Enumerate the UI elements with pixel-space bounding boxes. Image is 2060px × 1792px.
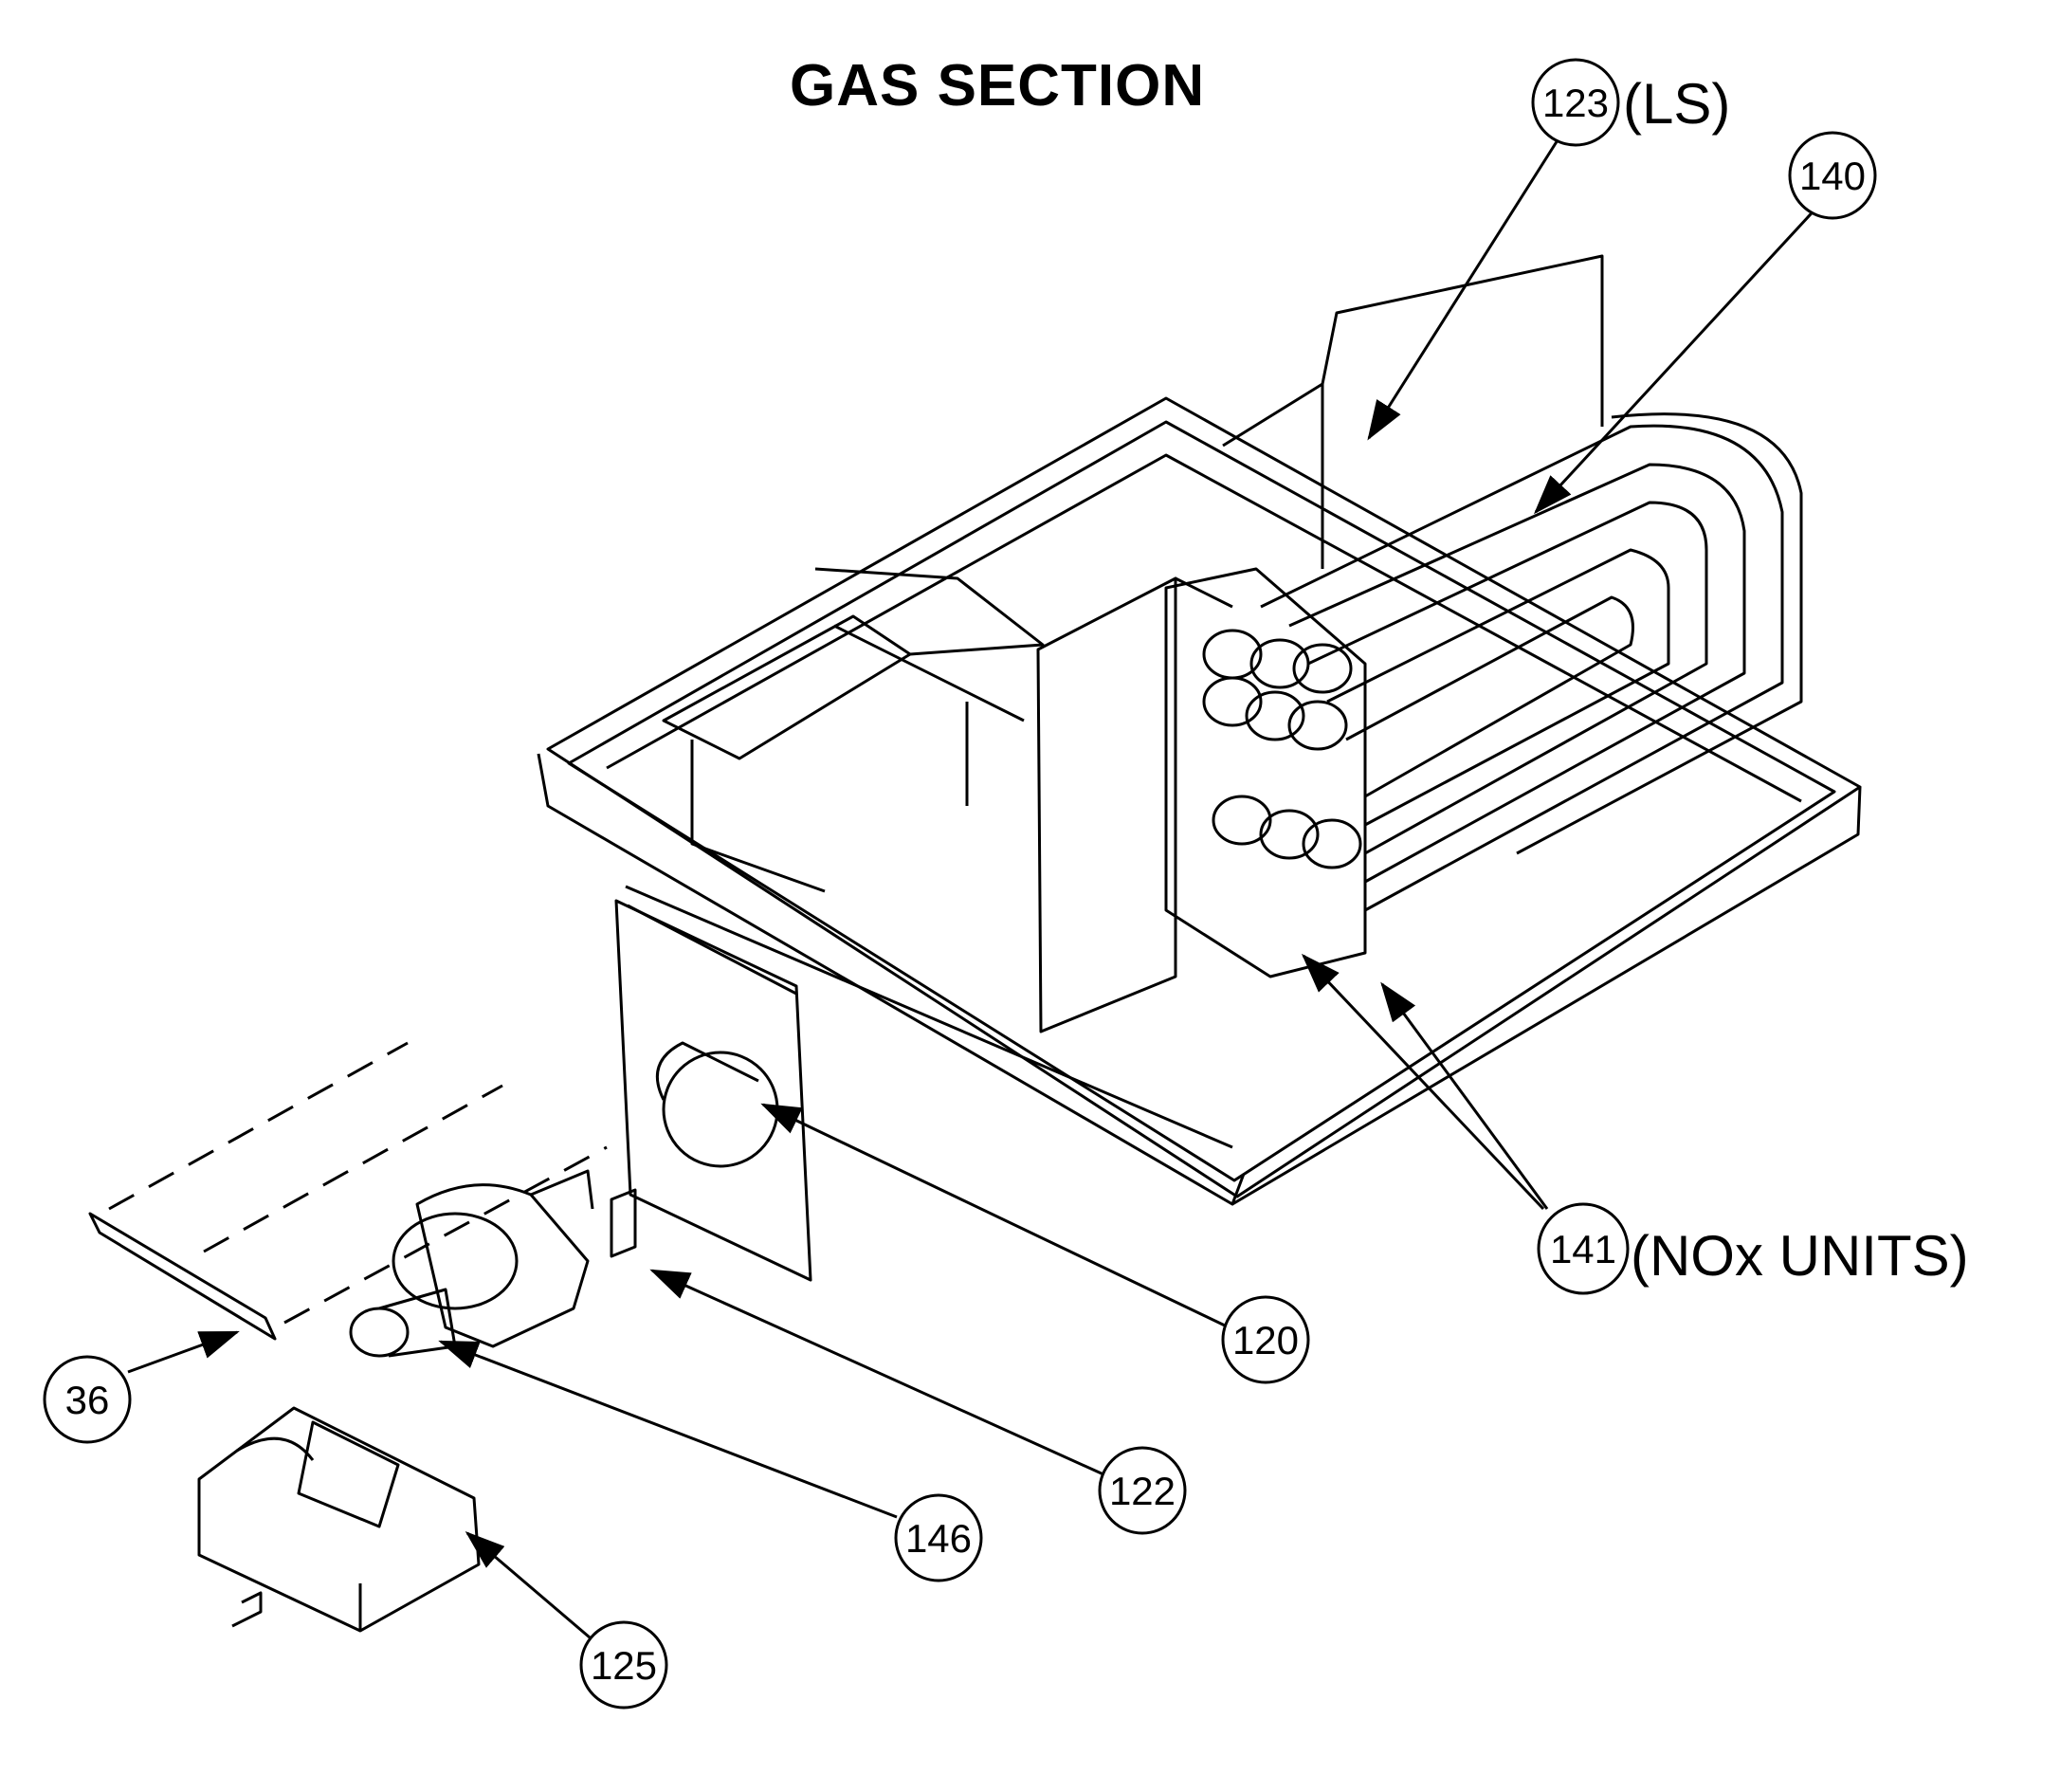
callout-146-label: 146: [905, 1516, 972, 1561]
callout-140-label: 140: [1799, 154, 1866, 198]
callout-125: 125: [579, 1620, 668, 1710]
inducer-blower: [349, 1169, 594, 1358]
partition-panel: [1036, 576, 1233, 1033]
callout-141-suffix: (NOx UNITS): [1631, 1224, 1969, 1288]
diagram-title: GAS SECTION: [790, 53, 1206, 119]
burner-assembly: [197, 1406, 481, 1633]
callout-122: 122: [1098, 1446, 1187, 1535]
base-pan: [537, 396, 1862, 1206]
callout-125-label: 125: [591, 1643, 657, 1688]
callout-120-label: 120: [1232, 1318, 1299, 1362]
callout-123: 123: [1531, 58, 1620, 147]
callout-140: 140: [1788, 131, 1877, 220]
alignment-lines: [108, 1041, 608, 1325]
rail: [88, 1212, 277, 1341]
callout-141: 141: [1537, 1202, 1630, 1295]
leader-lines: [127, 132, 1822, 1639]
callout-141-label: 141: [1550, 1227, 1616, 1271]
burner-compartment: [662, 567, 1045, 893]
heat-exchanger-header: [1164, 254, 1604, 978]
access-panel: [614, 899, 812, 1282]
callout-120: 120: [1221, 1295, 1310, 1384]
bracket: [610, 1188, 637, 1258]
heat-exchanger-tubes: [1260, 412, 1803, 912]
callout-146: 146: [894, 1493, 983, 1582]
callout-36-label: 36: [65, 1378, 110, 1422]
callout-122-label: 122: [1109, 1469, 1176, 1513]
callout-36: 36: [43, 1355, 132, 1444]
callout-123-label: 123: [1542, 81, 1609, 125]
callout-123-suffix: (LS): [1623, 72, 1731, 136]
